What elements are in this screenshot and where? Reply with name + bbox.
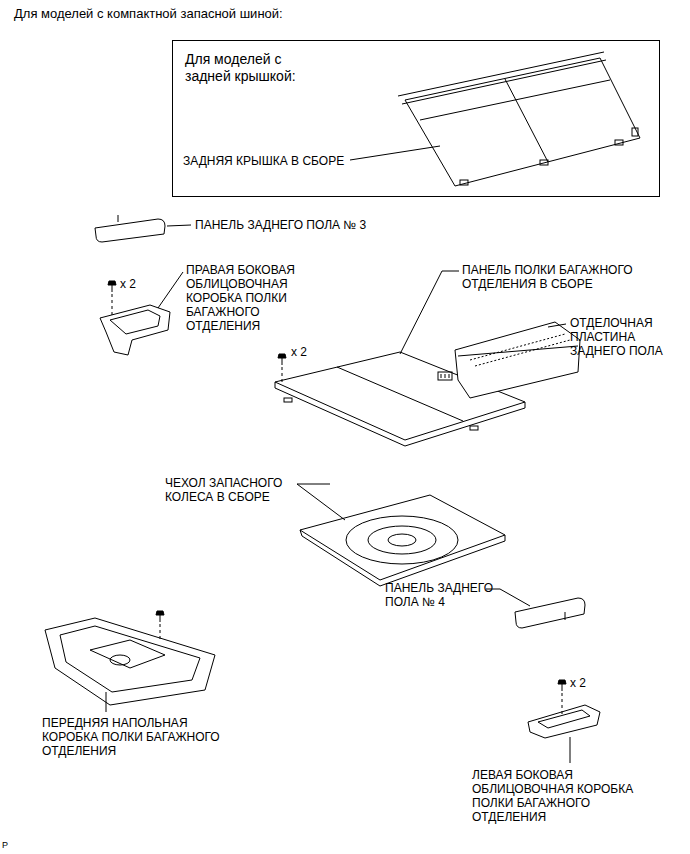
finish-plate <box>455 322 580 398</box>
part-label: ЗАДНЯЯ КРЫШКА В СБОРЕ <box>183 154 344 168</box>
left-side-box <box>528 680 600 763</box>
part-label: ПАНЕЛЬ ЗАДНЕГО ПОЛА № 3 <box>195 218 366 232</box>
quantity-note: x 2 <box>570 676 586 690</box>
right-side-box <box>100 272 183 355</box>
condition-note: Для моделей с задней крышкой: <box>185 51 298 85</box>
part-label: ПРАВАЯ БОКОВАЯ ОБЛИЦОВОЧНАЯ КОРОБКА ПОЛК… <box>186 263 297 333</box>
part-label: ЧЕХОЛ ЗАПАСНОГО КОЛЕСА В СБОРЕ <box>165 476 285 504</box>
floor-panel-3 <box>95 215 191 242</box>
figure-code: P <box>2 840 8 851</box>
spare-wheel-cover <box>297 484 505 586</box>
front-floor-box <box>45 611 215 712</box>
condition-box: Для моделей с задней крышкой: ЗАДНЯЯ КРЫШ… <box>172 40 660 197</box>
quantity-note: x 2 <box>120 277 136 291</box>
diagram-title: Для моделей с компактной запасной шиной: <box>14 6 283 21</box>
rear-cover <box>350 52 640 186</box>
quantity-note: x 2 <box>291 345 307 359</box>
part-label: ПЕРЕДНЯЯ НАПОЛЬНАЯ КОРОБКА ПОЛКИ БАГАЖНО… <box>42 716 222 758</box>
part-label: ОТДЕЛОЧНАЯ ПЛАСТИНА ЗАДНЕГО ПОЛА <box>570 316 665 358</box>
floor-panel-4 <box>486 589 585 628</box>
part-label: ЛЕВАЯ БОКОВАЯ ОБЛИЦОВОЧНАЯ КОРОБКА ПОЛКИ… <box>472 768 636 824</box>
part-label: ПАНЕЛЬ ПОЛКИ БАГАЖНОГО ОТДЕЛЕНИЯ В СБОРЕ <box>462 263 635 291</box>
part-label: ПАНЕЛЬ ЗАДНЕГО ПОЛА № 4 <box>385 581 495 609</box>
